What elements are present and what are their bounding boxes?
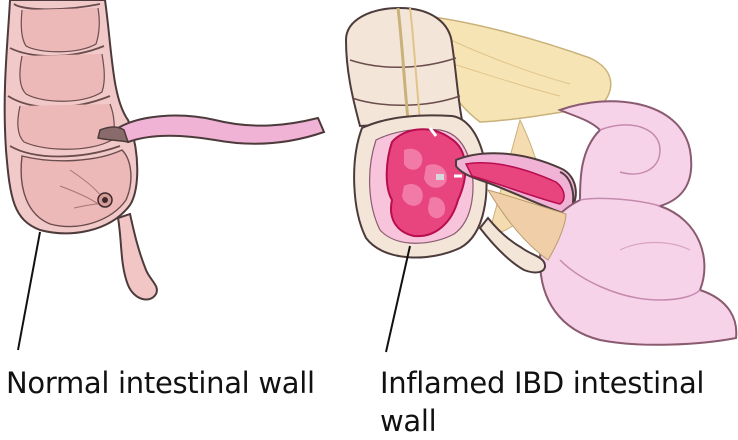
normal-inner-pouch-2 [20,54,104,101]
normal-colon [5,0,138,233]
caption-inflamed-ibd-intestinal-wall: Inflamed IBD intestinal wall [380,364,704,440]
caption-ibd-line-1: Inflamed IBD intestinal [380,364,704,402]
normal-appendix [118,214,157,300]
caption-normal-intestinal-wall: Normal intestinal wall [6,364,315,402]
ibd-small-intestine [540,101,736,345]
normal-ileum [118,116,324,144]
normal-inner-pouch-3 [18,104,114,149]
normal-inner-pouch-1 [21,8,99,52]
normal-pointer [18,232,40,350]
ibd-pointer [386,246,410,352]
caption-ibd-line-2: wall [380,402,704,440]
